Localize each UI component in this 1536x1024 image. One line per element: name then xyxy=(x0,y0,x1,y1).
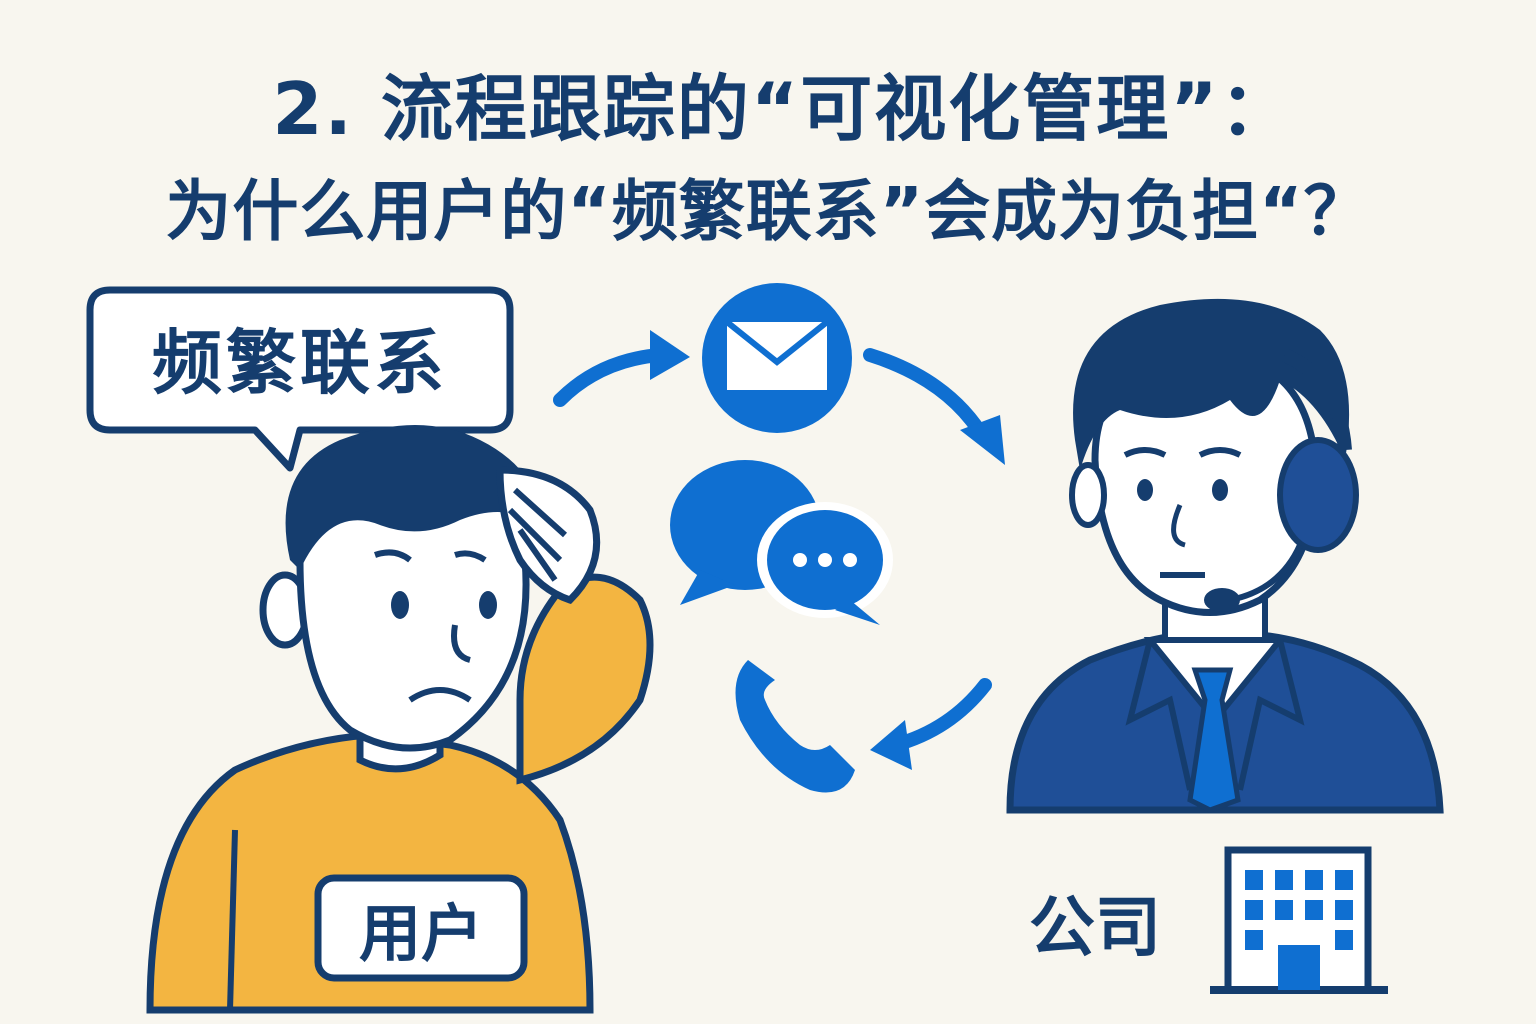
office-building-icon xyxy=(1210,846,1388,994)
speech-bubble xyxy=(86,286,514,472)
speech-bubble-text: 频繁联系 xyxy=(152,322,448,404)
page-title: 2. 流程跟踪的“可视化管理”： xyxy=(272,67,1294,151)
arrow-heads xyxy=(650,330,1005,770)
chat-bubbles-icon xyxy=(670,460,893,625)
company-label: 公司 xyxy=(1029,889,1161,966)
page-subtitle: 为什么用户的“频繁联系”会成为负担“？ xyxy=(165,173,1371,250)
user-label: 用户 xyxy=(358,897,483,970)
mail-icon xyxy=(702,283,852,433)
agent-figure xyxy=(1006,298,1444,814)
phone-icon xyxy=(735,660,855,793)
headset-icon xyxy=(1204,348,1359,612)
user-label-box xyxy=(314,874,528,982)
